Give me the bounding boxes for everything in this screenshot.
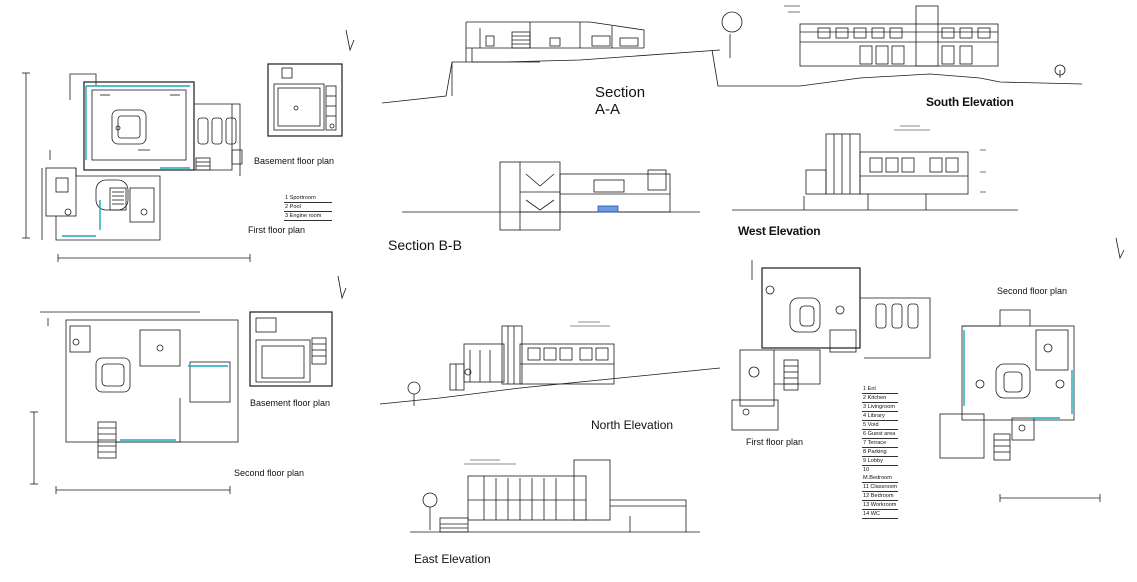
legend-item: 5 Void [862, 421, 898, 430]
legend-basement: 1 Sportroom 2 Pool 3 Engine room [284, 194, 332, 221]
section-aa-label: Section A-A [595, 84, 645, 118]
basement-plan-mid-label: Basement floor plan [250, 398, 331, 408]
section-aa-label-line2: A-A [595, 101, 621, 118]
legend-item: 12 Bedroom [862, 492, 898, 501]
second-floor-plan-right [939, 309, 1101, 502]
legend-item: 14 WC [862, 510, 898, 519]
north-elevation-label: North Elevation [591, 418, 674, 432]
north-elevation [379, 325, 721, 406]
basement-plan-top [267, 63, 343, 137]
sketch-details [464, 5, 986, 465]
legend-item: 8 Parking [862, 448, 898, 457]
first-floor-plan-left-accent [62, 85, 190, 237]
basement-plan-top-label: Basement floor plan [254, 156, 335, 166]
second-floor-plan-left [30, 311, 239, 494]
basement-plan-mid [249, 311, 333, 387]
legend-item: 1 Enl [862, 385, 898, 394]
north-arrow-icons [337, 29, 1125, 300]
south-elevation-label: South Elevation [926, 95, 1014, 109]
legend-item: 6 Guest area [862, 430, 898, 439]
second-floor-plan-left-label: Second floor plan [234, 468, 305, 478]
east-elevation [410, 459, 700, 533]
legend-item: 10 M.Bedroom [862, 466, 898, 483]
legend-item: 3 Engine room [284, 212, 332, 221]
legend-item: 2 Pool [284, 203, 332, 212]
second-floor-plan-left-accent [120, 365, 228, 441]
section-aa-label-line1: Section [595, 84, 646, 101]
legend-first-floor: 1 Enl 2 Kitchen 3 Livingroom 4 Library 5… [862, 385, 898, 519]
first-floor-plan-left-label: First floor plan [248, 225, 306, 235]
first-floor-plan-left [22, 72, 251, 262]
legend-item: 11 Classroom [862, 484, 898, 492]
legend-item: 13 Workroom [862, 502, 898, 510]
section-bb-label: Section B-B [388, 237, 462, 253]
second-floor-plan-right-label: Second floor plan [997, 286, 1068, 296]
legend-item: 1 Sportroom [284, 194, 332, 203]
legend-item: 3 Livingroom [862, 403, 898, 412]
second-floor-plan-right-accent [963, 330, 1073, 419]
west-elevation [732, 133, 1018, 211]
first-floor-plan-right [731, 260, 931, 431]
legend-item: 9 Lobby [862, 457, 898, 466]
legend-item: 2 Kitchen [862, 394, 898, 403]
legend-item: 4 Library [862, 412, 898, 421]
section-bb [402, 161, 700, 231]
east-elevation-label: East Elevation [414, 552, 491, 566]
south-elevation [711, 5, 1083, 87]
legend-item: 7 Terrace [862, 439, 898, 448]
west-elevation-label: West Elevation [738, 224, 821, 238]
section-aa [381, 21, 721, 104]
first-floor-plan-right-label: First floor plan [746, 437, 804, 447]
